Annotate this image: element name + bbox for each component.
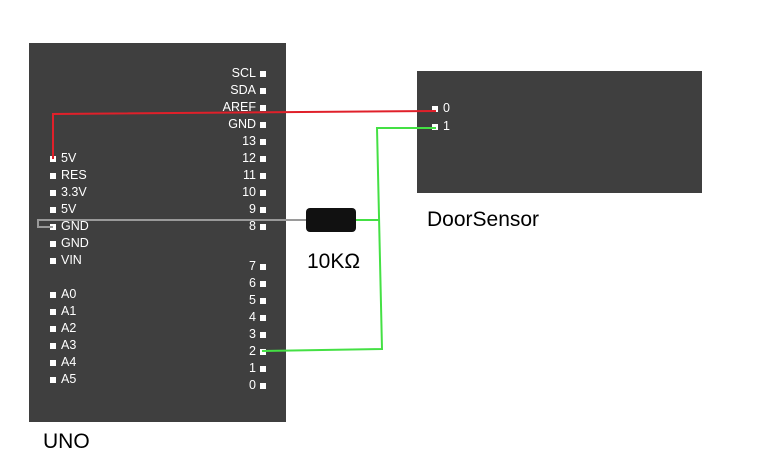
uno-pin-label-gnd-right: GND [228, 117, 256, 131]
uno-pin-label-gnd-a: GND [61, 219, 89, 233]
uno-pin-label-scl: SCL [231, 66, 256, 80]
uno-pin-label-3: 3 [249, 327, 256, 341]
uno-pin-a4[interactable] [50, 360, 56, 366]
uno-pin-label-4: 4 [249, 310, 256, 324]
uno-pin-label-7: 7 [249, 259, 256, 273]
uno-pin-label-9: 9 [249, 202, 256, 216]
uno-pin-0[interactable] [260, 383, 266, 389]
uno-pin-label-vin: VIN [61, 253, 82, 267]
uno-board: SCL SDA AREF GND 13 12 11 10 9 8 7 6 5 4… [29, 43, 286, 422]
uno-pin-sda[interactable] [260, 88, 266, 94]
uno-pin-label-a0: A0 [61, 287, 77, 301]
uno-pin-7[interactable] [260, 264, 266, 270]
uno-pin-label-8: 8 [249, 219, 256, 233]
uno-pin-1[interactable] [260, 366, 266, 372]
uno-pin-9[interactable] [260, 207, 266, 213]
resistor-label: 10KΩ [307, 250, 361, 273]
uno-pin-scl[interactable] [260, 71, 266, 77]
uno-pin-label-11: 11 [243, 168, 256, 182]
uno-pin-label-aref: AREF [222, 100, 256, 114]
uno-pin-label-gnd-b: GND [61, 236, 89, 250]
uno-pin-label-a4: A4 [61, 355, 77, 369]
uno-pin-label-2: 2 [249, 344, 256, 358]
uno-pin-6[interactable] [260, 281, 266, 287]
uno-pin-gnd-b[interactable] [50, 241, 56, 247]
ground-wire [37, 219, 308, 228]
door-sensor-board: 0 1 [417, 71, 702, 193]
uno-pin-label-5v-b: 5V [61, 202, 77, 216]
uno-pin-5[interactable] [260, 298, 266, 304]
uno-pin-a1[interactable] [50, 309, 56, 315]
door-sensor-pin-label-0: 0 [443, 101, 450, 115]
door-sensor-pin-label-1: 1 [443, 119, 450, 133]
uno-pin-label-12: 12 [242, 151, 256, 165]
uno-pin-gnd-right[interactable] [260, 122, 266, 128]
uno-pin-label-3v3: 3.3V [61, 185, 87, 199]
uno-pin-res[interactable] [50, 173, 56, 179]
uno-pin-label-a1: A1 [61, 304, 77, 318]
uno-pin-label-10: 10 [242, 185, 256, 199]
uno-pin-3v3[interactable] [50, 190, 56, 196]
uno-pin-a3[interactable] [50, 343, 56, 349]
uno-pin-4[interactable] [260, 315, 266, 321]
uno-pin-10[interactable] [260, 190, 266, 196]
uno-pin-8[interactable] [260, 224, 266, 230]
resistor-body[interactable] [306, 208, 356, 232]
uno-pin-label-0: 0 [249, 378, 256, 392]
uno-pin-12[interactable] [260, 156, 266, 162]
uno-pin-5v-b[interactable] [50, 207, 56, 213]
uno-pin-13[interactable] [260, 139, 266, 145]
uno-pin-label-6: 6 [249, 276, 256, 290]
uno-pin-label-res: RES [61, 168, 87, 182]
uno-pin-11[interactable] [260, 173, 266, 179]
uno-pin-vin[interactable] [50, 258, 56, 264]
uno-pin-label-5v-a: 5V [61, 151, 77, 165]
uno-pin-label-a3: A3 [61, 338, 77, 352]
uno-label: UNO [43, 430, 90, 453]
signal-wire [261, 127, 436, 352]
uno-pin-a0[interactable] [50, 292, 56, 298]
door-sensor-label: DoorSensor [427, 208, 540, 231]
uno-pin-a2[interactable] [50, 326, 56, 332]
uno-pin-label-a2: A2 [61, 321, 77, 335]
uno-pin-2[interactable] [260, 349, 266, 355]
uno-pin-label-1: 1 [249, 361, 256, 375]
power-wire [52, 110, 437, 159]
uno-pin-label-5: 5 [249, 293, 256, 307]
uno-pin-label-13: 13 [242, 134, 256, 148]
uno-pin-label-a5: A5 [61, 372, 77, 386]
uno-pin-a5[interactable] [50, 377, 56, 383]
door-sensor-pin-0[interactable] [432, 106, 438, 112]
uno-pin-label-sda: SDA [230, 83, 256, 97]
uno-pin-3[interactable] [260, 332, 266, 338]
uno-pin-aref[interactable] [260, 105, 266, 111]
